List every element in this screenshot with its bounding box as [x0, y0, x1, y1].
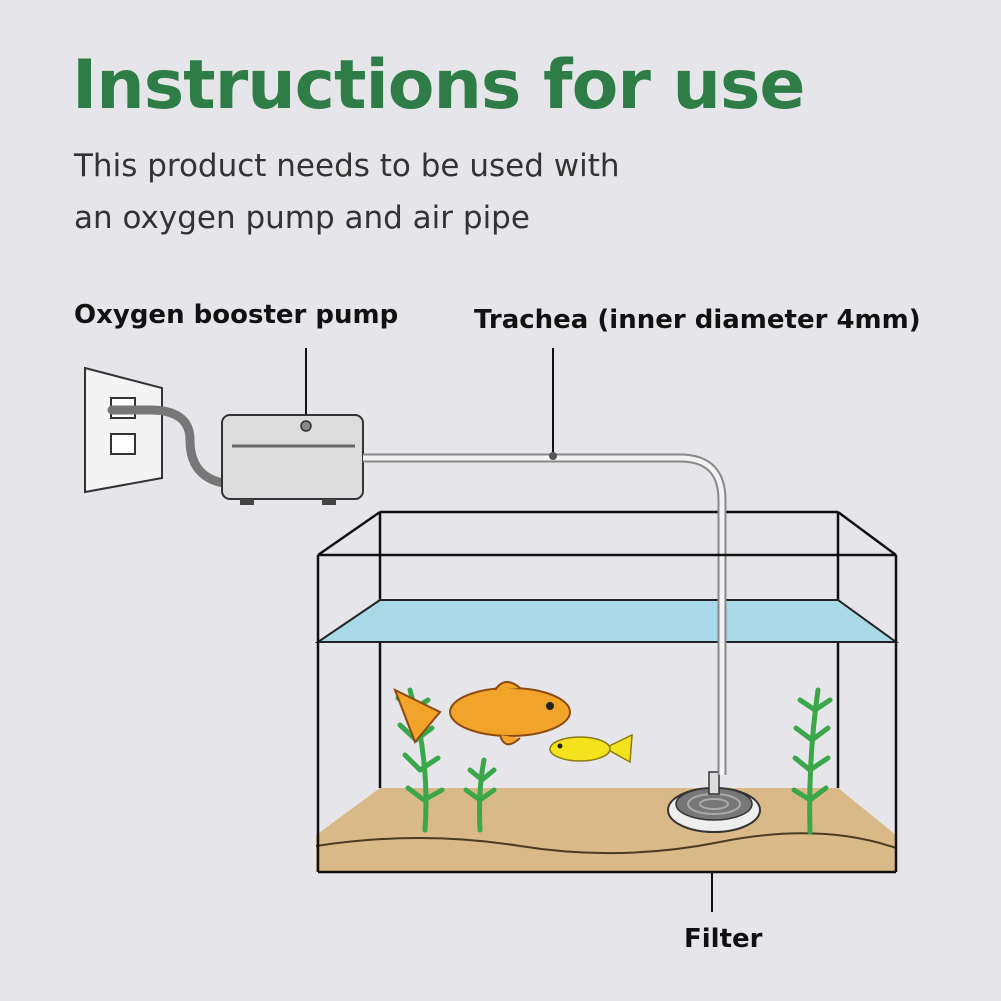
page-subtitle: This product needs to be used with an ox…: [74, 140, 714, 244]
trachea-label: Trachea (inner diameter 4mm): [474, 305, 921, 335]
water-surface: [314, 599, 900, 643]
plant-right: [791, 687, 833, 835]
goldfish: [393, 681, 571, 746]
power-cord: [107, 405, 263, 489]
air-stone-filter: [667, 771, 761, 833]
subtitle-line-2: an oxygen pump and air pipe: [74, 200, 530, 236]
yellow-fish: [549, 733, 633, 764]
filter-label: Filter: [684, 924, 763, 954]
wall-outlet: [84, 366, 163, 494]
aquarium-back: [378, 510, 840, 788]
aquarium-front: [316, 510, 898, 874]
oxygen-pump: [221, 414, 364, 505]
pump-valve-icon: [300, 420, 312, 432]
subtitle-line-1: This product needs to be used with: [74, 148, 620, 184]
trachea-pointer-dot: [549, 452, 557, 460]
pump-label: Oxygen booster pump: [74, 300, 399, 330]
page-title: Instructions for use: [72, 46, 806, 125]
